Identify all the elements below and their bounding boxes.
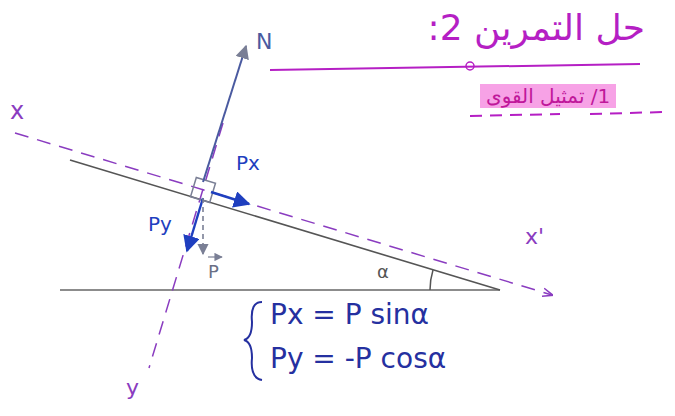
vector-mark <box>208 256 222 257</box>
force-label: Py <box>148 213 172 235</box>
axis-label: x <box>10 98 24 124</box>
y-axis <box>149 123 223 368</box>
force-label: P <box>208 262 219 282</box>
incline-line <box>70 160 500 290</box>
force-label: Px <box>236 152 260 174</box>
equation-text: Py = -P cosα <box>270 344 446 375</box>
title-underline <box>270 64 640 70</box>
section-heading: 1/ تمثيل القوى <box>480 84 616 108</box>
equation-text: Px = P sinα <box>270 300 429 331</box>
px-vector <box>211 192 249 204</box>
x-axis <box>15 133 552 295</box>
angle-label: α <box>377 262 389 282</box>
axis-label: x' <box>525 225 544 249</box>
axis-label: y <box>126 376 139 400</box>
angle-arc <box>430 270 433 290</box>
force-label: N <box>256 30 272 54</box>
py-vector <box>187 198 203 251</box>
exercise-title: حل التمرين 2: <box>428 8 645 48</box>
equation-brace <box>244 302 262 380</box>
ground-line <box>60 289 500 291</box>
section-underline <box>470 112 665 116</box>
weight-vector <box>202 198 204 254</box>
underline-dot <box>466 62 474 70</box>
